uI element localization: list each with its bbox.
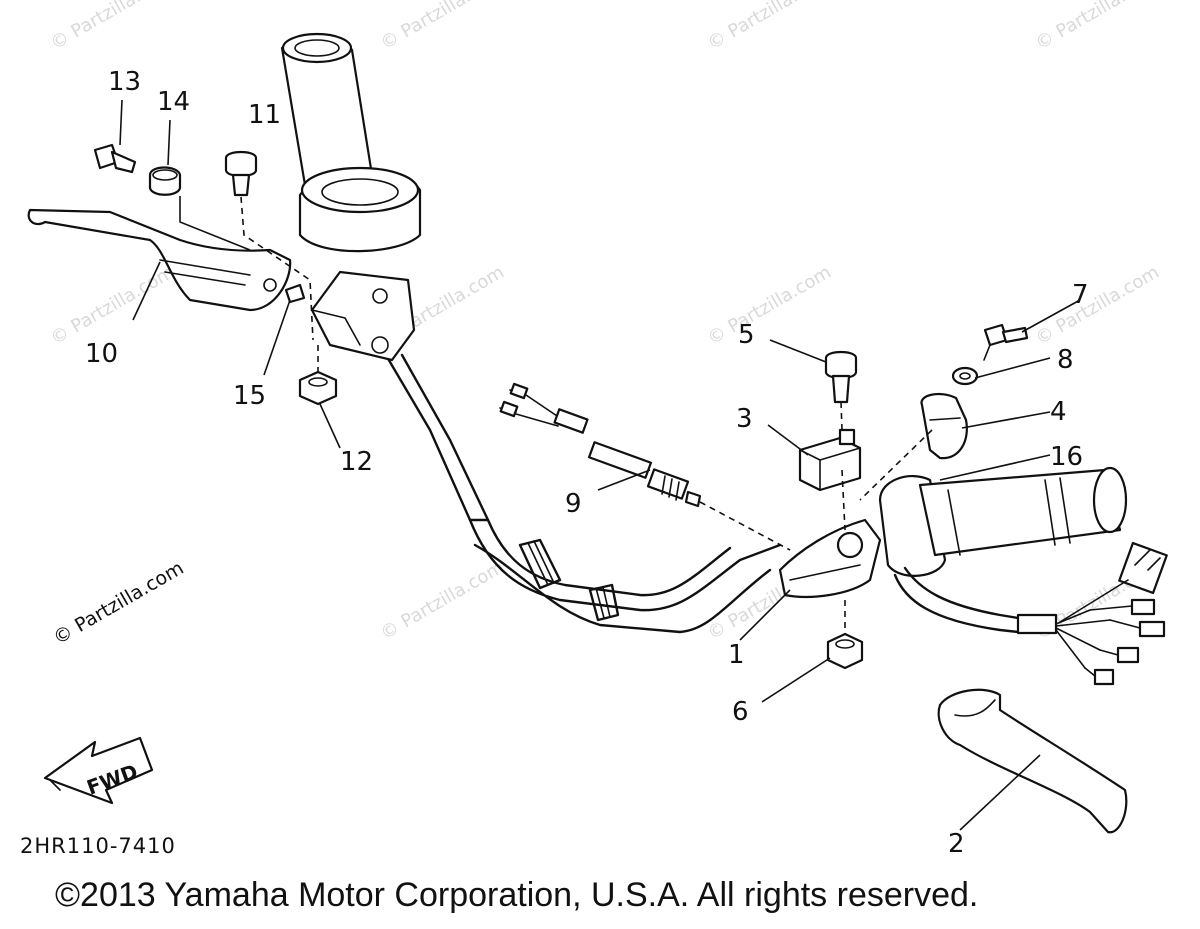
part-label-13: 13 [108, 67, 141, 97]
nut-12 [298, 370, 338, 406]
part-label-6a: 6 [732, 697, 749, 727]
watermark: © Partzilla.com [1032, 0, 1163, 54]
part-label-5: 5 [738, 320, 755, 350]
wire-connectors [1055, 541, 1168, 686]
watermark: © Partzilla.com [377, 557, 508, 645]
part-label-2: 2 [948, 829, 965, 859]
bolt-5 [824, 350, 858, 404]
watermark: © Partzilla.com [377, 0, 508, 54]
part-label-10: 10 [85, 339, 118, 369]
nut-6 [826, 632, 864, 670]
watermark: © Partzilla.com [1032, 262, 1163, 350]
part-label-9: 9 [565, 489, 582, 519]
cable-9 [587, 441, 791, 551]
part-label-15: 15 [233, 381, 266, 411]
part-label-16: 16 [1050, 442, 1083, 472]
diagram-code: 2HR110-7410 [20, 834, 176, 858]
screw-15 [284, 283, 306, 304]
part-label-11: 11 [248, 100, 281, 130]
watermark: © Partzilla.com [704, 262, 835, 350]
part-label-4: 4 [1050, 397, 1067, 427]
part-label-3: 3 [736, 404, 753, 434]
switch-3 [798, 428, 862, 492]
bolt-11 [224, 150, 258, 197]
washer-8 [951, 366, 979, 386]
watermark-dark: © Partzilla.com [50, 557, 188, 649]
lever-bracket-1 [778, 518, 882, 598]
part-label-8: 8 [1057, 345, 1074, 375]
handlebar [378, 336, 782, 634]
left-grip-assembly [280, 32, 422, 362]
clutch-lever [27, 208, 292, 312]
copyright-notice: ©2013 Yamaha Motor Corporation, U.S.A. A… [55, 876, 979, 914]
part-label-14: 14 [157, 87, 190, 117]
fwd-arrow-icon: FWD [43, 736, 154, 805]
wire-leads [499, 382, 589, 434]
right-grip-assembly [878, 466, 1128, 635]
part-label-12: 12 [340, 447, 373, 477]
bolt-13 [93, 143, 137, 174]
part-label-1: 1 [728, 640, 745, 670]
holder-4 [920, 392, 968, 460]
watermark: © Partzilla.com [47, 262, 178, 350]
collar-14 [148, 166, 182, 196]
part-label-7: 7 [1072, 280, 1089, 310]
screw-7 [983, 323, 1029, 361]
watermark: © Partzilla.com [47, 0, 178, 54]
watermark: © Partzilla.com [704, 0, 835, 54]
brake-lever [937, 688, 1128, 834]
